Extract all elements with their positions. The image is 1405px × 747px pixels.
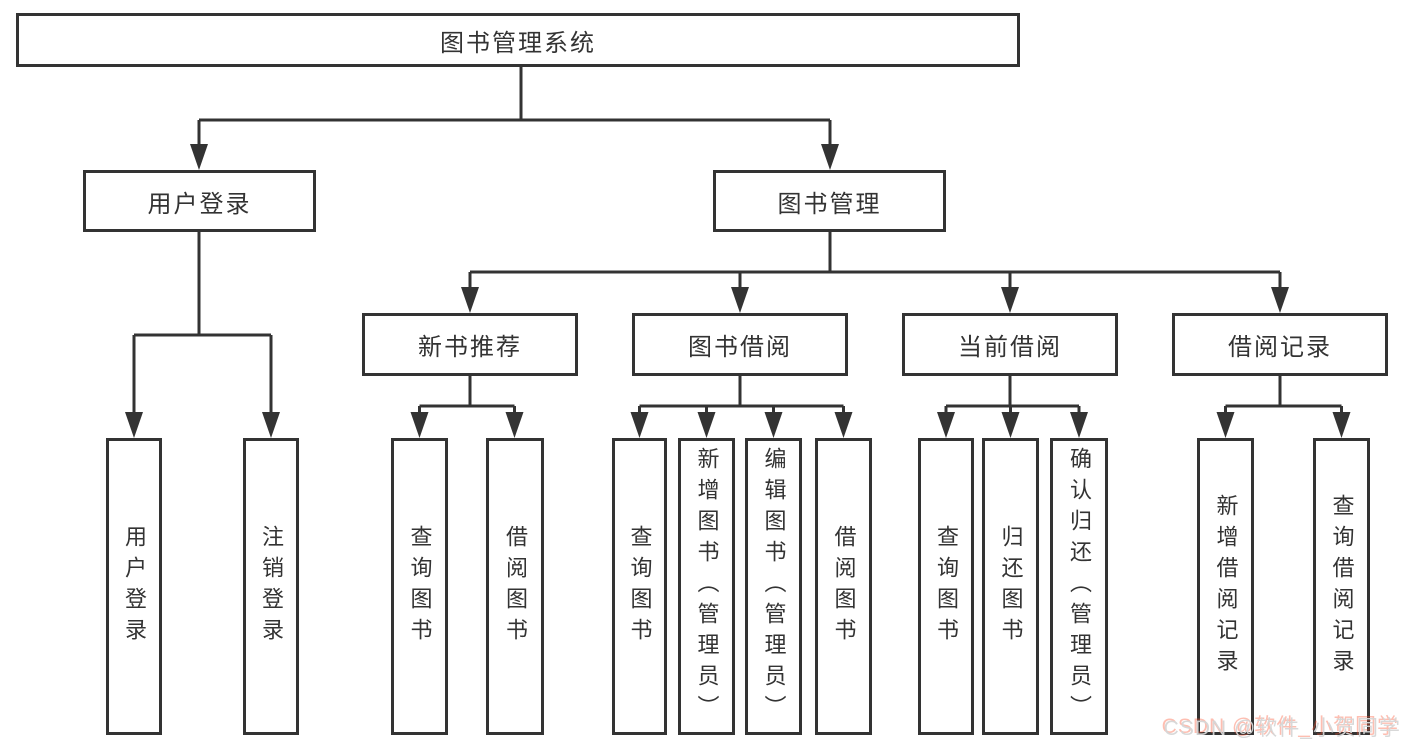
leaf-borrow-books: 借阅图书 xyxy=(815,438,872,735)
leaf-query-books-recommend: 查询图书 xyxy=(391,438,448,735)
leaf-return-book-label: 归还图书 xyxy=(998,524,1024,649)
leaf-logout-label: 注销登录 xyxy=(259,524,284,649)
node-book-management: 图书管理 xyxy=(713,170,946,232)
node-book-management-label: 图书管理 xyxy=(777,190,882,218)
leaf-add-book-admin: 新增图书（管理员） xyxy=(678,438,735,735)
leaf-user-login-label: 用户登录 xyxy=(122,524,147,649)
leaf-query-books-current: 查询图书 xyxy=(918,438,974,735)
leaf-query-books-borrow: 查询图书 xyxy=(612,438,667,735)
leaf-edit-book-admin-label: 编辑图书（管理员） xyxy=(761,447,787,726)
node-borrow-records: 借阅记录 xyxy=(1172,313,1388,376)
node-book-borrow-label: 图书借阅 xyxy=(688,334,792,361)
leaf-confirm-return-admin-label: 确认归还（管理员） xyxy=(1067,447,1092,726)
leaf-add-borrow-record: 新增借阅记录 xyxy=(1197,438,1254,735)
leaf-borrow-books-label: 借阅图书 xyxy=(831,524,857,649)
node-root-label: 图书管理系统 xyxy=(440,29,596,57)
arrowhead-icons xyxy=(125,144,1351,438)
node-new-book-recommend: 新书推荐 xyxy=(362,313,578,376)
leaf-query-books-recommend-label: 查询图书 xyxy=(407,524,433,649)
leaf-query-borrow-record: 查询借阅记录 xyxy=(1313,438,1370,735)
leaf-query-books-borrow-label: 查询图书 xyxy=(627,524,653,649)
node-new-book-recommend-label: 新书推荐 xyxy=(418,334,522,361)
leaf-add-borrow-record-label: 新增借阅记录 xyxy=(1213,493,1239,680)
leaf-borrow-books-recommend: 借阅图书 xyxy=(486,438,544,735)
leaf-return-book: 归还图书 xyxy=(982,438,1039,735)
leaf-query-books-current-label: 查询图书 xyxy=(934,524,959,649)
leaf-user-login: 用户登录 xyxy=(106,438,162,735)
node-root: 图书管理系统 xyxy=(16,13,1020,67)
node-user-login: 用户登录 xyxy=(83,170,316,232)
leaf-borrow-books-recommend-label: 借阅图书 xyxy=(503,524,528,649)
node-user-login-label: 用户登录 xyxy=(147,190,252,218)
leaf-query-borrow-record-label: 查询借阅记录 xyxy=(1329,493,1355,680)
leaf-logout: 注销登录 xyxy=(243,438,299,735)
node-book-borrow: 图书借阅 xyxy=(632,313,848,376)
leaf-edit-book-admin: 编辑图书（管理员） xyxy=(745,438,802,735)
leaf-add-book-admin-label: 新增图书（管理员） xyxy=(694,447,720,726)
node-borrow-records-label: 借阅记录 xyxy=(1228,334,1332,361)
node-current-borrow: 当前借阅 xyxy=(902,313,1118,376)
leaf-confirm-return-admin: 确认归还（管理员） xyxy=(1050,438,1108,735)
node-current-borrow-label: 当前借阅 xyxy=(958,334,1062,361)
